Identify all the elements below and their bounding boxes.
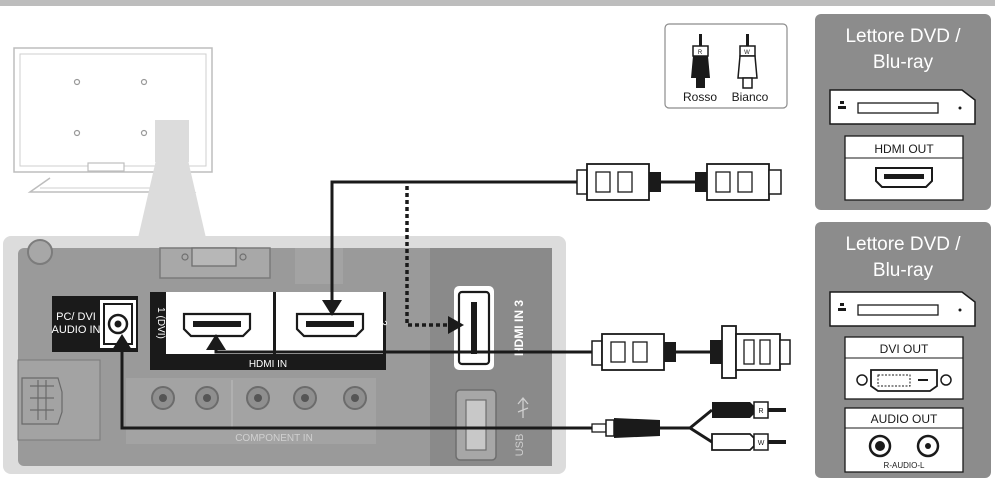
device-hdmi-title-line1: Lettore DVD / bbox=[845, 26, 961, 47]
device-dvi-title-line1: Lettore DVD / bbox=[845, 234, 961, 255]
zoom-funnel bbox=[138, 160, 206, 238]
device-box-hdmi: Lettore DVD / Blu-ray HDMI OUT bbox=[815, 14, 991, 210]
vga-port bbox=[191, 247, 237, 267]
hdmi-in-3-label: HDMI IN 3 bbox=[512, 300, 526, 356]
hdmi-in-label: HDMI IN bbox=[249, 359, 287, 370]
scart-port bbox=[21, 377, 63, 425]
arrow-right-icon bbox=[448, 316, 464, 334]
device-hdmi-port-label: HDMI OUT bbox=[874, 142, 934, 156]
white-rca-plug-icon: W bbox=[737, 34, 758, 89]
device-audio-sublabel: R-AUDIO-L bbox=[884, 461, 925, 470]
hdmi-port-1 bbox=[182, 312, 252, 338]
cable-color-legend: R W Rosso Bianco bbox=[664, 23, 788, 109]
red-rca-plug-icon: R bbox=[691, 34, 710, 88]
legend-white-label: Bianco bbox=[732, 90, 769, 104]
usb-port: USB bbox=[455, 389, 529, 461]
top-divider bbox=[0, 0, 995, 6]
hdmi-port2-label: 2 bbox=[377, 320, 388, 326]
hdmi-cable-plug-right bbox=[695, 163, 782, 201]
hdmi-out-port-icon bbox=[875, 167, 933, 188]
component-in-label: COMPONENT IN bbox=[235, 433, 313, 444]
pc-dvi-audio-label-line1: PC/ DVI bbox=[56, 311, 96, 323]
component-in-block: COMPONENT IN bbox=[126, 378, 376, 444]
dvd-player-icon bbox=[829, 291, 976, 327]
usb-icon bbox=[517, 396, 529, 418]
hdmi-port1-label: 1 (DVI) bbox=[155, 307, 166, 339]
hdmi-plug-on-dvi-cable bbox=[591, 333, 676, 371]
audio-cable-line bbox=[120, 342, 598, 430]
arrow-up-icon bbox=[112, 334, 132, 350]
panel-round-port bbox=[27, 239, 53, 265]
rca-split bbox=[689, 408, 713, 444]
usb-label: USB bbox=[514, 434, 526, 457]
arrow-down-icon bbox=[322, 300, 342, 316]
pc-dvi-audio-label-line2: AUDIO IN bbox=[52, 324, 101, 336]
rca-plug-white: W bbox=[711, 433, 786, 451]
cable-white-plug-letter: W bbox=[758, 440, 765, 447]
dvi-plug bbox=[710, 325, 791, 379]
hdmi-cable-plug-left bbox=[576, 163, 661, 201]
white-plug-letter: W bbox=[744, 50, 750, 56]
dvd-player-icon bbox=[829, 89, 976, 125]
device-dvi-title-line2: Blu-ray bbox=[873, 260, 934, 281]
tv-screw-hole bbox=[140, 78, 148, 86]
tv-back-illustration bbox=[13, 47, 213, 193]
hdmi-in-3-port: HDMI IN 3 bbox=[454, 286, 526, 370]
tv-screw-hole bbox=[73, 129, 81, 137]
tv-connector-area bbox=[155, 120, 189, 162]
device-audio-port-label: AUDIO OUT bbox=[871, 412, 938, 426]
device-dvi-port-label: DVI OUT bbox=[880, 342, 929, 356]
device-hdmi-title-line2: Blu-ray bbox=[873, 52, 934, 73]
hdmi-in-block: 1 (DVI) 2 HDMI IN bbox=[150, 292, 388, 370]
tv-screw-hole bbox=[140, 129, 148, 137]
arrow-up-icon bbox=[206, 334, 226, 350]
tv-screw-hole bbox=[73, 78, 81, 86]
legend-red-label: Rosso bbox=[683, 90, 717, 104]
rca-plug-red: R bbox=[712, 401, 786, 419]
device-box-dvi: Lettore DVD / Blu-ray DVI OUT AUDIO OUT … bbox=[815, 222, 991, 478]
dvi-out-port-icon bbox=[856, 369, 952, 392]
red-plug-letter: R bbox=[698, 50, 703, 56]
mini-jack-plug bbox=[591, 418, 660, 438]
cable-red-plug-letter: R bbox=[758, 408, 763, 415]
hdmi-port-2 bbox=[295, 312, 365, 338]
hdmi-cable-line bbox=[330, 180, 583, 312]
